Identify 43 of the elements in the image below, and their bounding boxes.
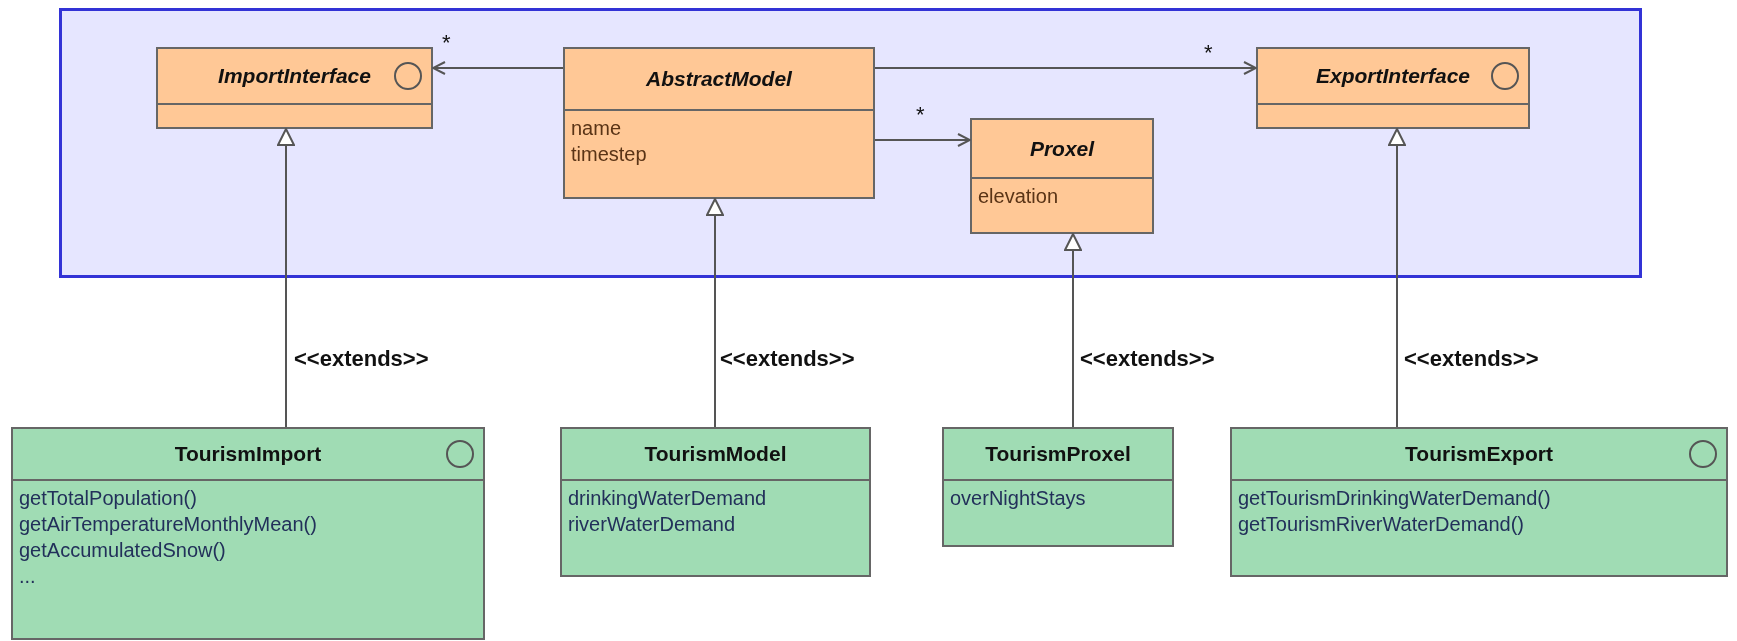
class-box (970, 118, 1154, 234)
class-member: overNightStays (950, 486, 1086, 511)
class-name: TourismProxel (985, 442, 1131, 466)
stereotype-label: <<extends>> (1080, 346, 1215, 372)
class-name: TourismExport (1405, 442, 1553, 466)
class-name: ExportInterface (1315, 64, 1470, 88)
stereotype-label: <<extends>> (1404, 346, 1539, 372)
class-member: name (571, 116, 622, 141)
package-frame (59, 8, 1642, 278)
class-name: TourismImport (174, 442, 322, 466)
class-member: ... (19, 564, 36, 589)
class-box (563, 47, 875, 199)
class-box (11, 427, 485, 640)
class-member: getTourismRiverWaterDemand() (1238, 512, 1524, 537)
class-box (1256, 47, 1530, 129)
association-arrow (874, 133, 971, 147)
class-member: getTotalPopulation() (19, 486, 197, 511)
generalization-arrow (1064, 233, 1082, 428)
class-member: timestep (571, 142, 647, 167)
class-member: getAirTemperatureMonthlyMean() (19, 512, 317, 537)
class-box (560, 427, 871, 577)
class-box (156, 47, 433, 129)
class-member: riverWaterDemand (568, 512, 736, 537)
class-box (1230, 427, 1728, 577)
multiplicity-label: * (442, 30, 451, 56)
class-name: AbstractModel (646, 67, 792, 91)
class-member: getTourismDrinkingWaterDemand() (1238, 486, 1551, 511)
class-name: ImportInterface (218, 64, 371, 88)
class-name: Proxel (1029, 136, 1095, 161)
multiplicity-label: * (1204, 40, 1213, 66)
class-member: getAccumulatedSnow() (19, 538, 226, 563)
class-name: TourismModel (644, 442, 787, 466)
class-member: drinkingWaterDemand (568, 486, 767, 511)
generalization-arrow (277, 128, 295, 428)
generalization-arrow (706, 198, 724, 428)
stereotype-label: <<extends>> (720, 346, 855, 372)
stereotype-label: <<extends>> (294, 346, 429, 372)
class-member: elevation (978, 184, 1059, 209)
association-arrow (874, 61, 1257, 75)
class-box (942, 427, 1174, 547)
generalization-arrow (1388, 128, 1406, 428)
multiplicity-label: * (916, 102, 925, 128)
association-arrow (432, 61, 564, 75)
